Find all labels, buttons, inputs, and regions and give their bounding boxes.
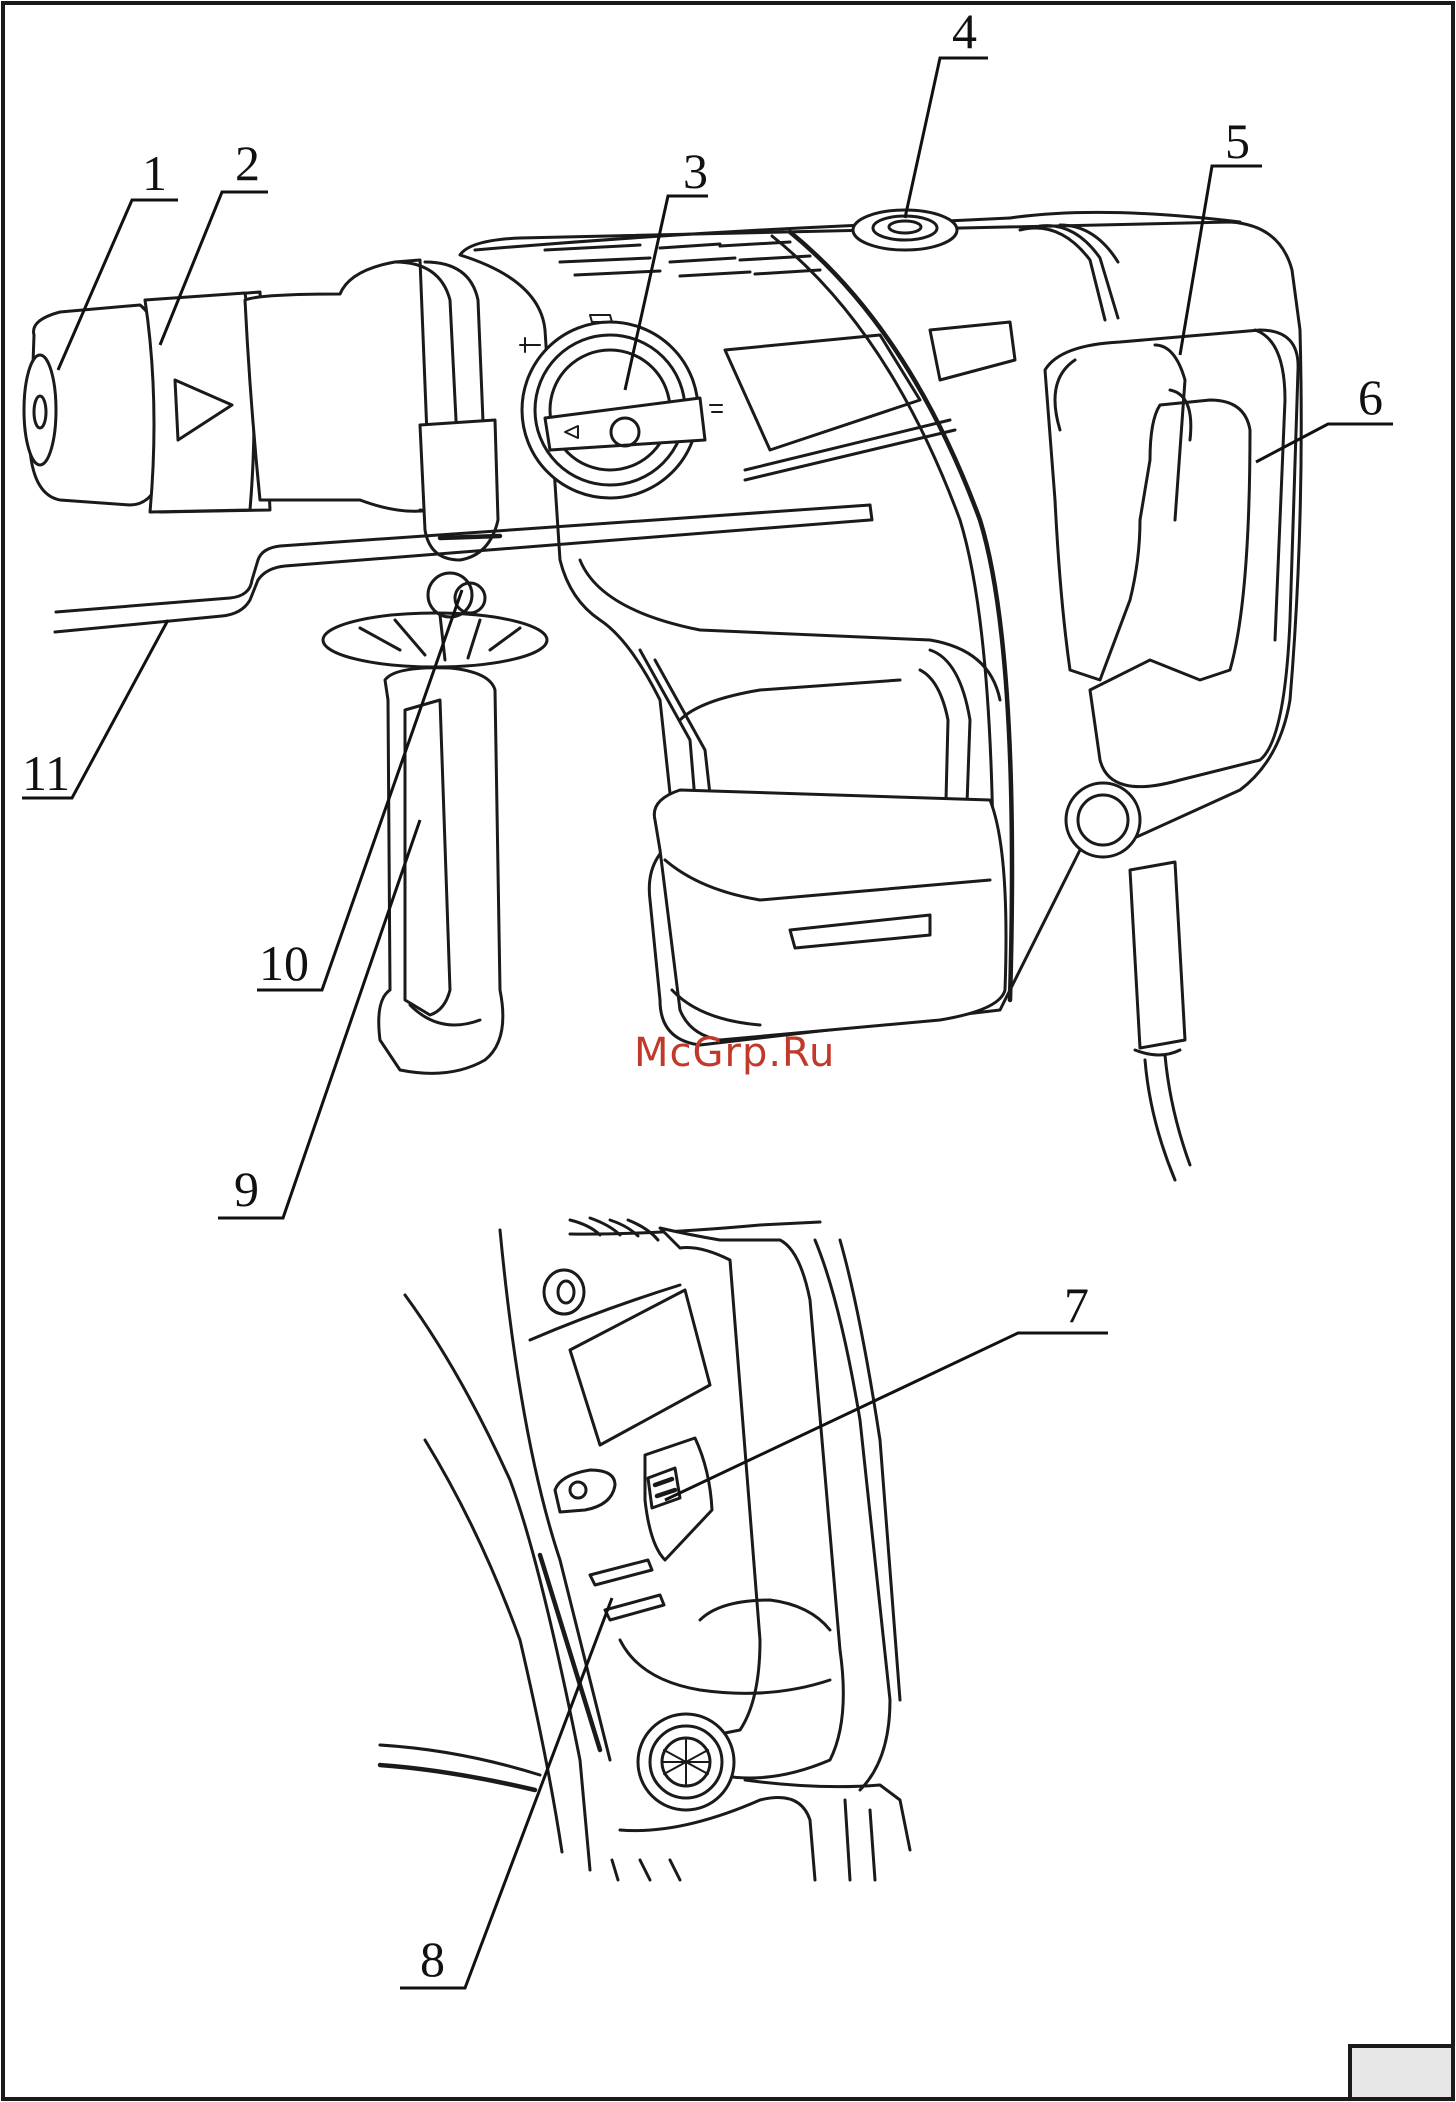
power-cord xyxy=(1130,862,1190,1180)
chuck-assembly xyxy=(24,260,485,513)
callout-10: 10 xyxy=(259,935,309,991)
callout-2: 2 xyxy=(235,135,260,191)
watermark-text: McGrp.Ru xyxy=(634,1030,835,1076)
callout-1: 1 xyxy=(142,145,167,201)
rear-adjust-knob[interactable] xyxy=(638,1714,734,1810)
callout-6: 6 xyxy=(1358,369,1383,425)
callout-4: 4 xyxy=(952,3,977,59)
callout-8: 8 xyxy=(420,1931,445,1987)
auxiliary-handle[interactable] xyxy=(323,420,547,1073)
page-tab xyxy=(1350,2046,1453,2099)
callout-3: 3 xyxy=(683,143,708,199)
callout-9: 9 xyxy=(234,1161,259,1217)
hammer-lower-view xyxy=(380,1218,910,1880)
lock-on-switch[interactable] xyxy=(645,1438,712,1560)
callout-11: 11 xyxy=(22,745,70,801)
callout-5: 5 xyxy=(1225,113,1250,169)
callout-7: 7 xyxy=(1064,1277,1089,1333)
